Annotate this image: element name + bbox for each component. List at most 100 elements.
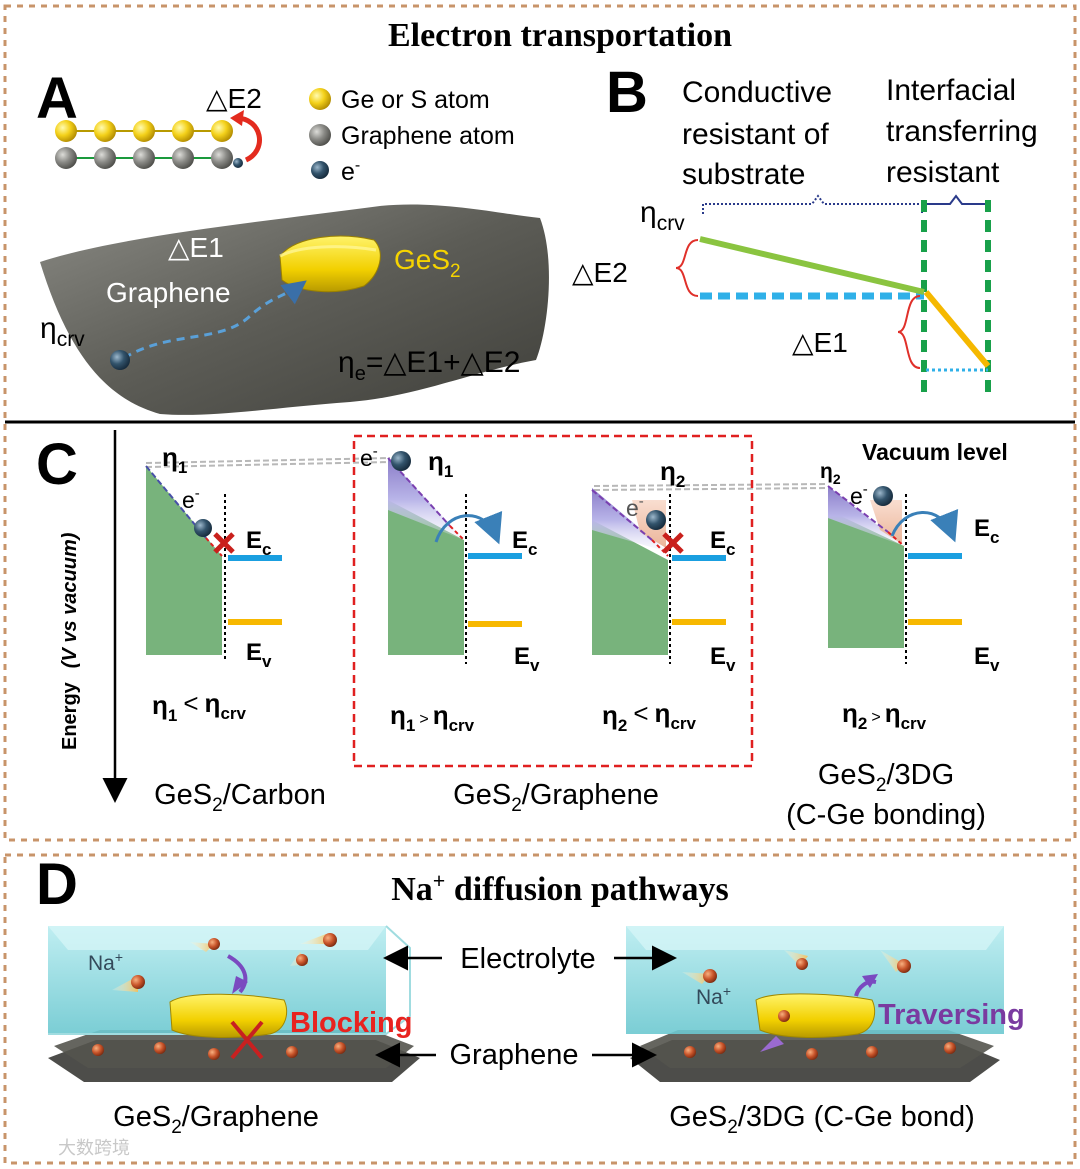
caption-ges2-carbon: GeS2/Carbon <box>154 779 326 816</box>
na-ion-trail <box>300 934 330 944</box>
caption-c-ge-bonding: (C-Ge bonding) <box>786 799 986 831</box>
cell-ges2-3dg <box>626 926 1004 1082</box>
ge-s-atom <box>211 120 233 142</box>
panel-b-eta-crv: ηcrv <box>640 196 685 235</box>
na-ion <box>323 933 337 947</box>
panel-a-delta-e2: △E2 <box>206 83 262 114</box>
caption-ges2-graphene: GeS2/Graphene <box>453 779 659 816</box>
na-ion <box>131 975 145 989</box>
vacuum-connector-1 <box>145 457 391 464</box>
na-ion <box>334 1042 346 1054</box>
transfer-arrow <box>434 510 503 545</box>
panel-d-letter: D <box>36 852 78 917</box>
graphene-sheet <box>40 204 549 415</box>
na-ion-label-right: Na+ <box>696 983 731 1009</box>
traversing-label: Traversing <box>878 999 1025 1031</box>
vacuum-connector-2b <box>593 487 829 491</box>
legend-graphene-marker <box>309 124 331 146</box>
na-ion <box>684 1046 696 1058</box>
graphene-atom <box>133 147 155 169</box>
blocking-label: Blocking <box>290 1007 412 1039</box>
band-diagram-3dg <box>827 485 962 664</box>
ge-s-atom <box>172 120 194 142</box>
bracket-delta-e1 <box>897 295 921 369</box>
ge-s-atom <box>133 120 155 142</box>
legend-ge-s-label: Ge or S atom <box>341 86 490 114</box>
na-ion-trail <box>190 942 214 952</box>
caption-ges2-3dg: GeS2/3DG <box>818 759 954 796</box>
panel-b-heading-left-1: Conductive <box>682 76 832 109</box>
panel-c-letter: C <box>36 432 78 497</box>
electron-label-3: e- <box>626 493 644 521</box>
band-diagram-graphene-eta1 <box>387 451 522 664</box>
eta-label-1: η1 <box>162 442 187 477</box>
electron-label-4: e- <box>850 481 868 509</box>
panel-b-heading-right-3: resistant <box>886 156 1000 189</box>
relation-2: η1>ηcrv <box>390 700 475 735</box>
legend-graphene-label: Graphene atom <box>341 122 515 150</box>
panel-b-heading-left-2: resistant of <box>682 118 829 151</box>
graphene-atom <box>172 147 194 169</box>
eta-label-2: η1 <box>428 446 453 481</box>
graphene-atom <box>55 147 77 169</box>
na-ion <box>92 1044 104 1056</box>
eta-label-3: η2 <box>660 456 685 491</box>
caption-d-left: GeS2/Graphene <box>113 1101 319 1138</box>
na-ion <box>866 1046 878 1058</box>
legend-ge-s-marker <box>309 88 331 110</box>
relation-4: η2>ηcrv <box>842 698 927 733</box>
caption-d-right: GeS2/3DG (C-Ge bond) <box>669 1101 975 1138</box>
blocked-cross <box>662 532 684 554</box>
band-diagram-carbon <box>145 465 282 660</box>
electron-label-2: e- <box>360 443 378 471</box>
panel-a-delta-e1: △E1 <box>168 232 224 263</box>
panel-b-energy-diagram <box>675 194 991 398</box>
ges2-particle <box>169 993 288 1038</box>
electrolyte-box <box>626 926 1004 1034</box>
hop-arrow <box>235 115 262 163</box>
electron-path-arrow <box>123 280 307 360</box>
na-ion <box>796 958 808 970</box>
transfer-arrow <box>890 508 959 543</box>
ec-label-3: Ec <box>710 527 735 559</box>
bottom-panel-frame <box>3 853 1077 1165</box>
vacuum-connector-1b <box>145 461 391 468</box>
ev-label-2: Ev <box>514 643 540 675</box>
ec-label-4: Ec <box>974 515 999 547</box>
ec-label-1: Ec <box>246 527 271 559</box>
na-ion <box>944 1042 956 1054</box>
relation-1: η1<ηcrv <box>152 688 247 725</box>
cell-ges2-graphene <box>48 925 420 1082</box>
top-panel-frame <box>3 4 1077 842</box>
na-ion <box>806 1048 818 1060</box>
energy-axis-label: Energy(V vs vacuum) <box>59 532 81 750</box>
relation-3: η2<ηcrv <box>602 698 697 735</box>
na-ion <box>208 938 220 950</box>
brace-interface <box>925 194 989 212</box>
na-ion <box>286 1046 298 1058</box>
electron-label-1: e- <box>182 485 200 513</box>
panel-b-letter: B <box>606 60 648 125</box>
ev-label-4: Ev <box>974 643 1000 675</box>
panel-a-letter: A <box>36 66 78 131</box>
na-ion-trail <box>682 972 710 984</box>
eta-label-4: η2 <box>820 460 841 487</box>
title-electron-transportation: Electron transportation <box>388 17 732 54</box>
graphene-highlight-frame <box>352 434 754 768</box>
panel-b-delta-e2: △E2 <box>572 257 628 288</box>
electrolyte-box <box>48 926 386 1034</box>
panel-a-graphene-label: Graphene <box>106 277 231 308</box>
panel-a-ges2-label: GeS2 <box>394 244 461 282</box>
na-ion <box>897 959 911 973</box>
panel-b-heading-left-3: substrate <box>682 158 805 191</box>
electron <box>194 519 212 537</box>
graphene-atom <box>94 147 116 169</box>
interface-potential-line <box>923 290 991 368</box>
legend-electron-marker <box>311 161 329 179</box>
ge-s-atom <box>55 120 77 142</box>
brace-substrate <box>702 194 923 214</box>
watermark: 大数跨境 <box>58 1138 130 1158</box>
panel-a-eta-crv: ηcrv <box>40 312 85 351</box>
atom-chain-diagram <box>55 110 262 169</box>
electron <box>646 510 666 530</box>
